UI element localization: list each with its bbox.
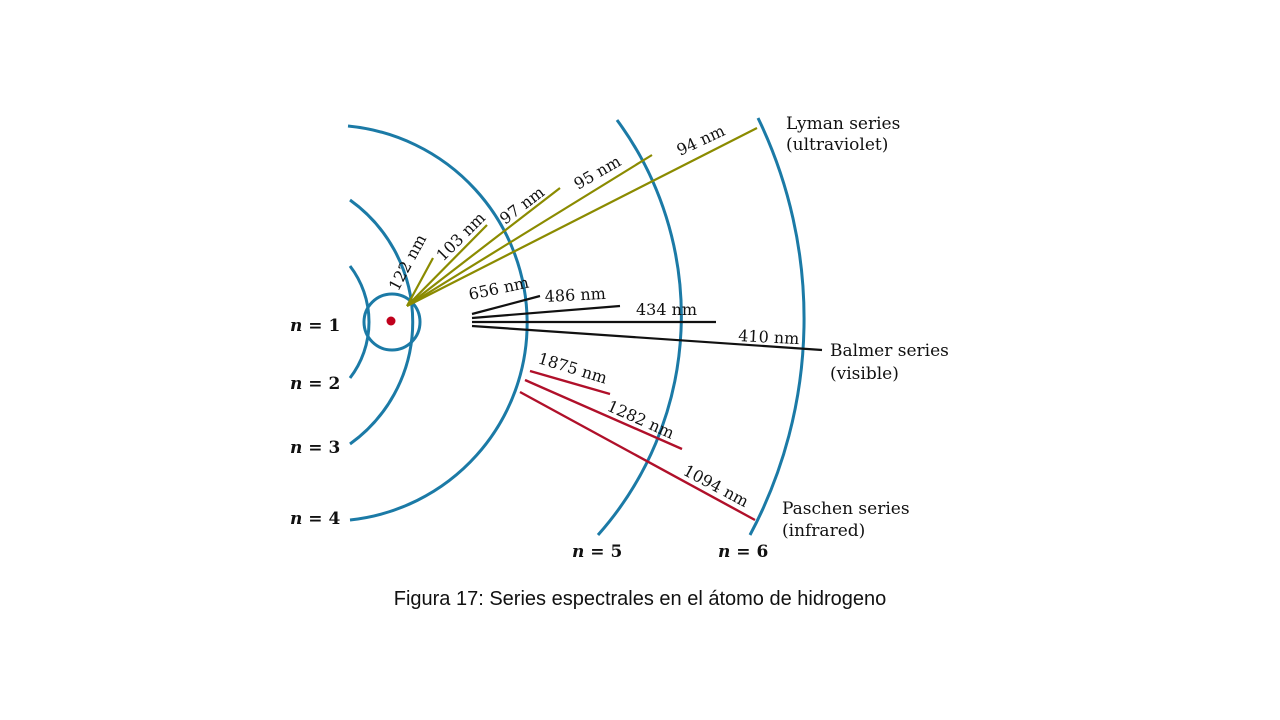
orbit-n5 [596, 119, 683, 536]
level-label-n1: n = 1 [290, 316, 340, 336]
orbit-n1 [362, 292, 422, 352]
paschen-series-title: Paschen series [782, 499, 910, 519]
wavelength-label-97: 97 nm [496, 182, 548, 228]
paschen-line-1875 [529, 369, 611, 396]
lyman-line-103 [406, 224, 488, 307]
lyman-line-95 [406, 154, 653, 307]
nucleus-dot [386, 316, 396, 326]
level-label-n3: n = 3 [290, 438, 340, 458]
paschen-line-1282 [524, 378, 683, 451]
orbit-n3 [349, 198, 415, 446]
wavelength-label-1875: 1875 nm [536, 349, 610, 388]
lyman-line-122 [406, 257, 434, 307]
wavelength-label-103: 103 nm [432, 208, 489, 265]
balmer-line-656 [471, 294, 541, 316]
balmer-series-range: (visible) [830, 364, 899, 384]
lyman-line-94 [406, 127, 758, 307]
wavelength-label-656: 656 nm [467, 273, 531, 304]
paschen-line-1094 [519, 390, 756, 522]
figure-caption: Figura 17: Series espectrales en el átom… [393, 588, 887, 610]
balmer-line-410 [471, 324, 823, 352]
wavelength-label-434: 434 nm [636, 300, 697, 319]
level-label-n5: n = 5 [572, 542, 622, 562]
balmer-lines [471, 294, 823, 352]
level-label-n6: n = 6 [718, 542, 768, 562]
wavelength-label-486: 486 nm [544, 284, 606, 306]
level-label-n4: n = 4 [290, 509, 340, 529]
paschen-lines [519, 369, 756, 522]
orbit-n2 [348, 265, 371, 379]
lyman-line-97 [406, 187, 561, 307]
wavelength-label-95: 95 nm [571, 152, 625, 194]
lyman-series-range: (ultraviolet) [786, 135, 888, 155]
lyman-lines [406, 127, 758, 307]
level-label-n2: n = 2 [290, 374, 340, 394]
wavelength-label-410: 410 nm [738, 326, 800, 348]
wavelength-label-94: 94 nm [674, 121, 728, 160]
lyman-series-title: Lyman series [786, 114, 900, 134]
orbit-n6 [748, 117, 806, 536]
balmer-series-title: Balmer series [830, 341, 949, 361]
paschen-series-range: (infrared) [782, 521, 865, 541]
balmer-line-486 [471, 304, 621, 320]
